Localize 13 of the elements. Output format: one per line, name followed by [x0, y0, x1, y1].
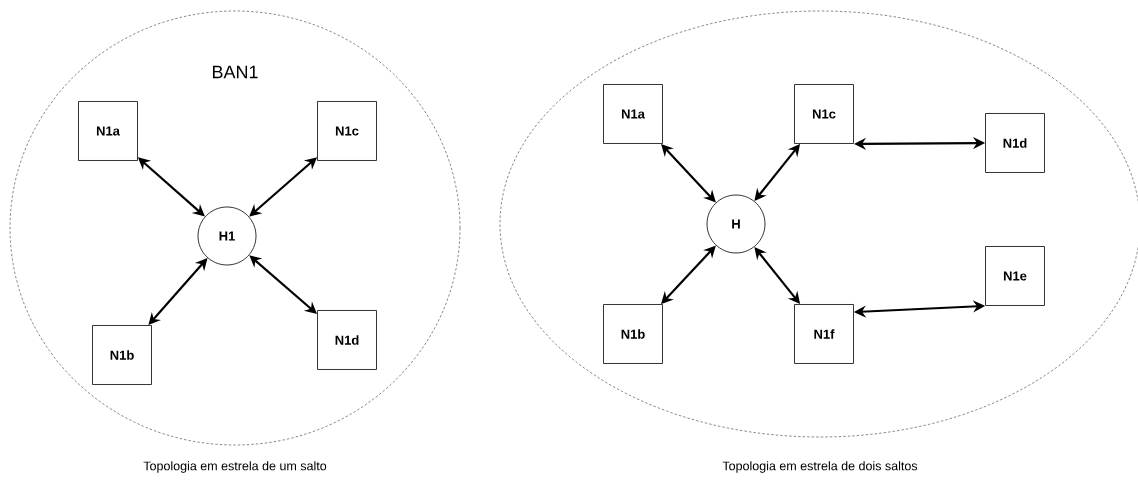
- node-box: N1a: [603, 84, 663, 144]
- group-heading: BAN1: [213, 65, 258, 79]
- caption: Topologia em estrela de um salto: [143, 461, 327, 473]
- caption: Topologia em estrela de dois saltos: [722, 461, 918, 473]
- node-box: N1a: [78, 101, 138, 161]
- node-box: N1f: [794, 304, 854, 364]
- node-box: N1c: [317, 101, 377, 161]
- node-box: N1d: [317, 310, 377, 370]
- node-box: N1d: [985, 113, 1045, 173]
- node-box: N1b: [92, 325, 152, 385]
- node-box: N1b: [603, 304, 663, 364]
- node-box: N1e: [985, 246, 1045, 306]
- node-box: N1c: [794, 84, 854, 144]
